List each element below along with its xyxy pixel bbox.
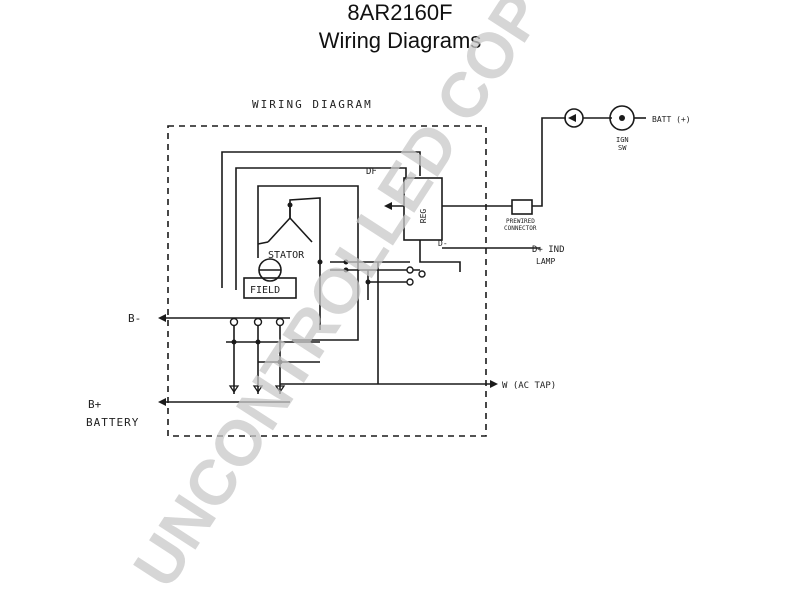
sw-label: SW: [618, 144, 627, 152]
ac-tap-label: W (AC TAP): [502, 381, 556, 391]
reg-d-minus-wire: [419, 240, 461, 272]
part-number-title: 8AR2160F: [347, 0, 453, 25]
terminal: [406, 278, 414, 286]
battery-label: BATTERY: [86, 416, 139, 429]
connector-to-batt: [532, 117, 566, 207]
arrowheads: [158, 114, 576, 406]
wire-loop-outer: [221, 151, 421, 288]
junction-dot: [255, 339, 261, 345]
junction-dot: [277, 359, 283, 365]
alternator-enclosure: [167, 125, 487, 437]
batt-plus-label: BATT (+): [652, 115, 691, 124]
junction-dot: [287, 202, 293, 208]
field-box: [243, 277, 297, 299]
wire-loop-inner: [257, 185, 359, 341]
b-minus-arrow: [158, 314, 166, 322]
stator-label: STATOR: [268, 250, 305, 261]
b-plus-arrow: [158, 398, 166, 406]
diodes: [228, 385, 286, 394]
junction-dots: [231, 115, 625, 365]
field-label: FIELD: [250, 285, 280, 296]
stator-windings: [267, 216, 313, 243]
junction-dot: [343, 259, 349, 265]
df-label: DF: [366, 167, 377, 177]
junction-dot: [231, 339, 237, 345]
terminal: [253, 317, 263, 327]
connector-label: CONNECTOR: [504, 225, 537, 232]
terminals: [229, 266, 426, 327]
b-plus-label: B+: [88, 398, 102, 411]
diode-2: [252, 385, 264, 394]
junction-dot: [317, 259, 323, 265]
d-plus-label: D+ IND: [532, 245, 565, 255]
lamp-label: LAMP: [536, 257, 555, 266]
diagram-lines: [160, 105, 646, 437]
diode-1: [228, 385, 240, 394]
ign-label: IGN: [616, 136, 629, 144]
prewired-label: PREWIRED: [506, 218, 535, 225]
terminal: [275, 317, 285, 327]
ign-contact: [619, 115, 625, 121]
reg-input-arrowhead: [384, 202, 392, 210]
junction-dot: [343, 267, 349, 273]
diode-3: [274, 385, 286, 394]
terminal: [229, 317, 239, 327]
prewired-connector: [511, 199, 533, 215]
uncontrolled-copy-watermark: UNCONTROLLED COPY: [119, 0, 580, 600]
batt-arrow: [568, 114, 576, 122]
page-subtitle: Wiring Diagrams: [318, 28, 482, 53]
terminal: [418, 270, 426, 278]
wire-loop-middle: [235, 167, 407, 290]
junction-dot: [365, 279, 371, 285]
stator-lead-left: [257, 241, 269, 245]
terminal: [406, 266, 414, 274]
ac-tap-arrow: [490, 380, 498, 388]
b-minus-label: B-: [128, 312, 141, 325]
reg-label: REG: [419, 209, 428, 224]
regulator-box: [403, 177, 443, 241]
d-minus-label: D-: [438, 239, 448, 248]
diagram-title: WIRING DIAGRAM: [252, 98, 373, 111]
